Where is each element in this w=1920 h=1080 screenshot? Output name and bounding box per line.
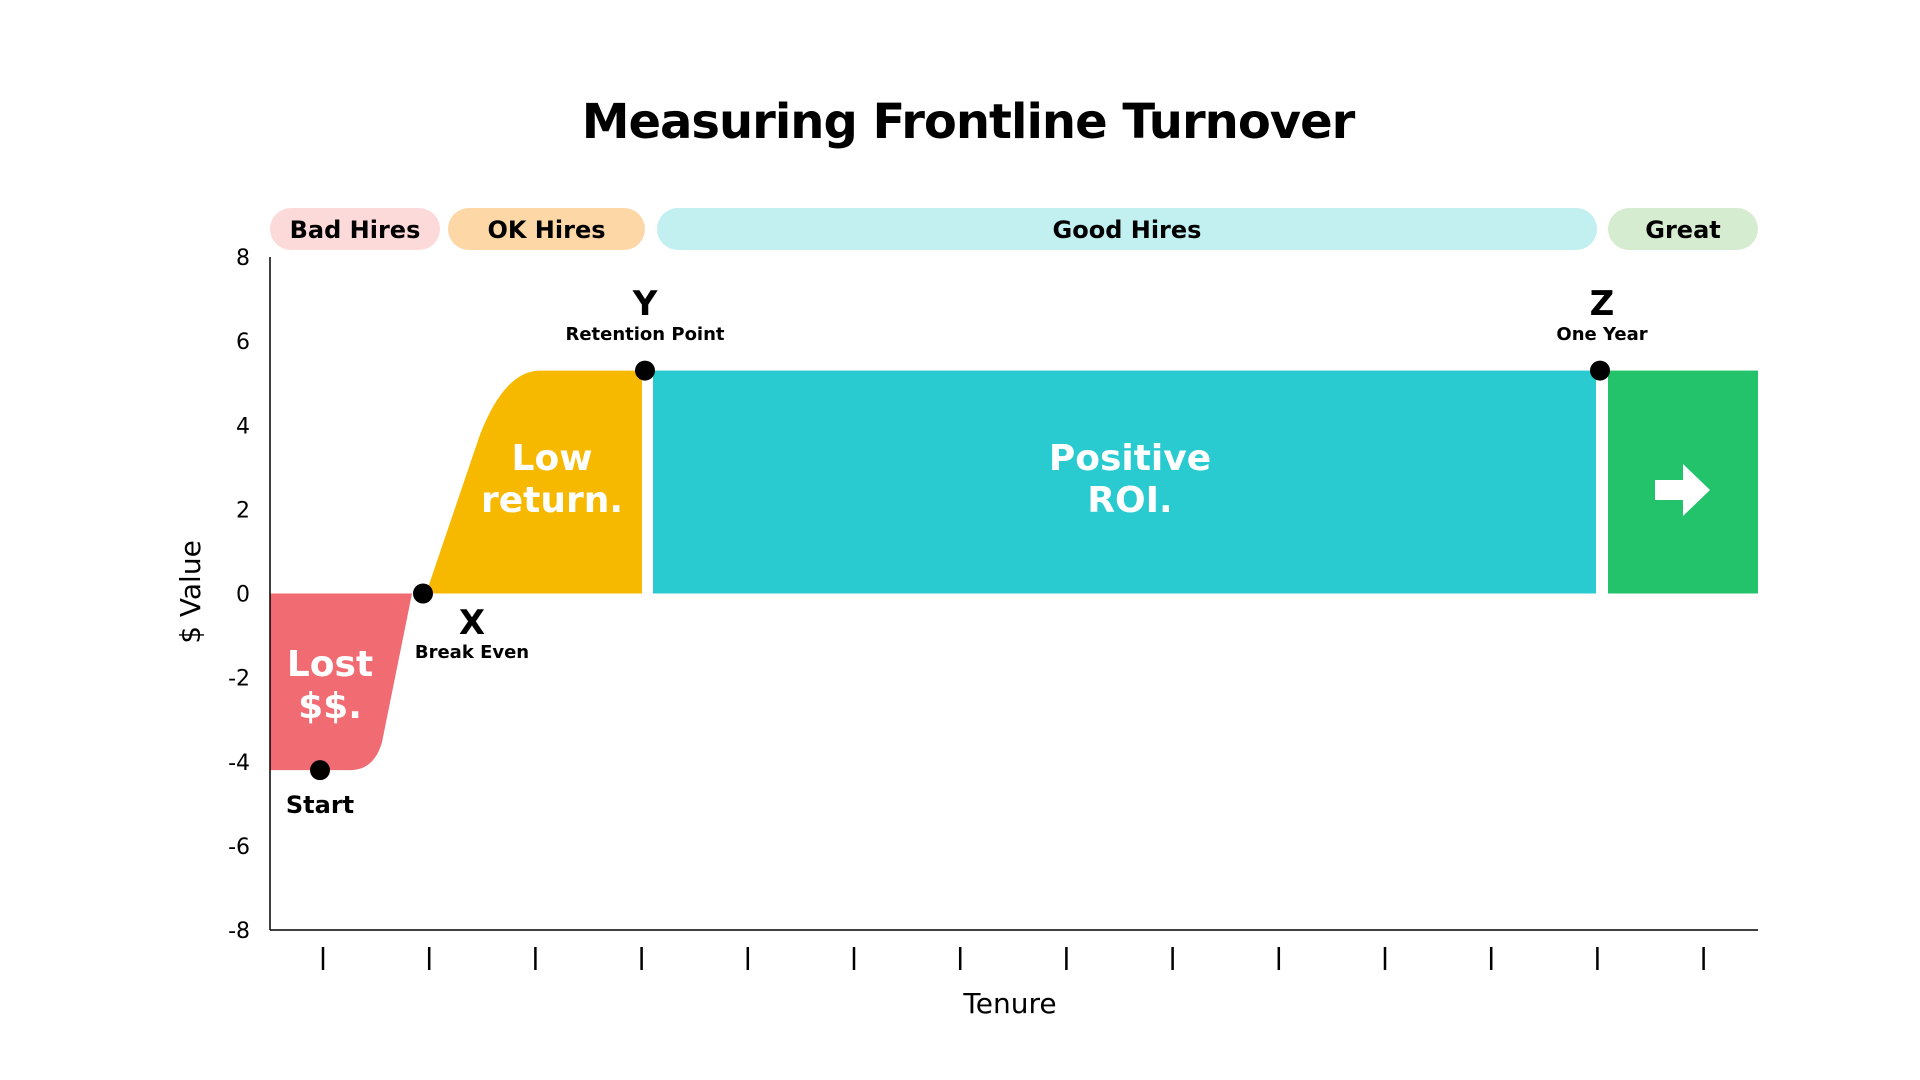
point-desc-break-even: Break Even: [415, 642, 529, 663]
point-desc-one-year: One Year: [1556, 324, 1647, 345]
point-retention-point: [635, 360, 655, 381]
y-tick-label: 8: [236, 246, 250, 271]
point-letter-x: X: [459, 603, 485, 643]
x-axis-label: Tenure: [962, 987, 1056, 1020]
y-tick-label: -6: [228, 835, 250, 860]
point-label-start: Start: [286, 791, 354, 819]
region-label: Lost: [287, 644, 373, 685]
axes: [269, 257, 1758, 931]
y-axis-label: $ Value: [174, 540, 207, 644]
category-bands: Bad Hires OK Hires Good Hires Great: [270, 208, 1758, 250]
point-letter-y: Y: [632, 284, 658, 324]
right-arrow-icon: [1655, 464, 1710, 516]
point-letter-z: Z: [1590, 284, 1615, 324]
point-start: [310, 760, 330, 781]
y-tick-label: 6: [236, 330, 250, 355]
band-label: Bad Hires: [290, 216, 421, 244]
band-great: [1608, 208, 1758, 250]
region-lost: [270, 593, 412, 771]
region-label: return.: [481, 480, 623, 521]
region-label: ROI.: [1087, 480, 1172, 521]
y-tick-label: -4: [228, 751, 250, 776]
x-ticks: [321, 947, 1705, 970]
region-label: $$.: [298, 686, 362, 727]
band-ok-hires: [448, 208, 645, 250]
region-label: Low: [512, 438, 593, 479]
band-label: OK Hires: [487, 216, 605, 244]
band-good-hires: [657, 208, 1597, 250]
y-tick-label: 4: [236, 414, 250, 439]
y-tick-label: -2: [228, 667, 250, 692]
chart-title: Measuring Frontline Turnover: [582, 94, 1356, 150]
y-tick-label: 0: [236, 583, 250, 608]
point-one-year: [1590, 360, 1610, 381]
y-tick-label: 2: [236, 498, 250, 523]
region-label: Positive: [1049, 438, 1211, 479]
band-label: Great: [1645, 216, 1720, 244]
y-tick-label: -8: [228, 919, 250, 944]
point-desc-retention-point: Retention Point: [565, 324, 724, 345]
region-low-return: [426, 370, 642, 594]
y-tick-labels: 8 6 4 2 0 -2 -4 -6 -8: [228, 246, 250, 944]
band-bad-hires: [270, 208, 440, 250]
band-label: Good Hires: [1053, 216, 1202, 244]
region-positive-roi: [653, 370, 1596, 594]
point-break-even: [413, 583, 433, 604]
